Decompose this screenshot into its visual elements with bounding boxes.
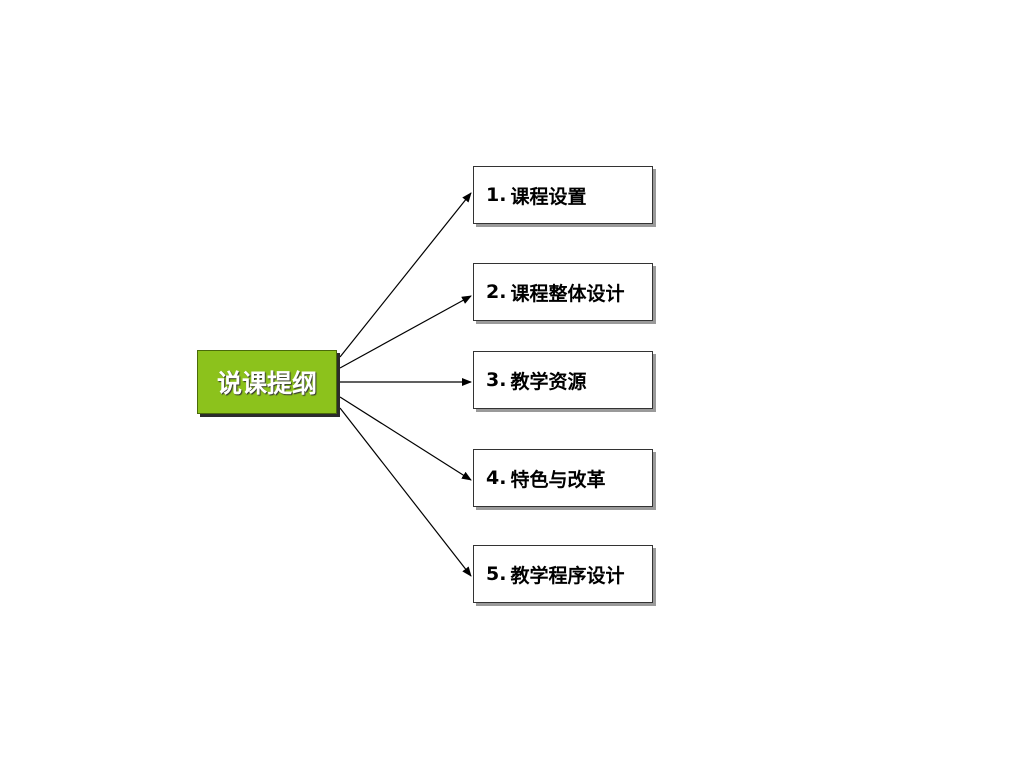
branch-node-teaching-resources: 3. 教学资源 (473, 351, 653, 409)
root-node-label: 说课提纲 (216, 369, 317, 398)
branch-node-overall-design: 2. 课程整体设计 (473, 263, 653, 321)
connector-arrow-4 (339, 396, 472, 481)
branch-number: 5. (486, 563, 507, 585)
branch-label: 课程整体设计 (510, 282, 625, 305)
branch-label: 特色与改革 (510, 468, 606, 491)
connector-arrow-5 (339, 407, 472, 577)
branch-label: 课程设置 (510, 185, 587, 208)
branch-number: 2. (486, 281, 507, 303)
connector-arrow-2 (339, 295, 472, 369)
branch-label: 教学资源 (510, 370, 587, 393)
branch-node-features-reform: 4. 特色与改革 (473, 449, 653, 507)
branch-label: 教学程序设计 (510, 564, 625, 587)
branch-number: 1. (486, 184, 507, 206)
branch-number: 4. (486, 467, 507, 489)
branch-node-course-setup: 1. 课程设置 (473, 166, 653, 224)
connector-arrow-1 (339, 192, 472, 358)
root-node-outline-title: 说课提纲 (197, 350, 337, 414)
branch-number: 3. (486, 369, 507, 391)
branch-node-teaching-procedure: 5. 教学程序设计 (473, 545, 653, 603)
